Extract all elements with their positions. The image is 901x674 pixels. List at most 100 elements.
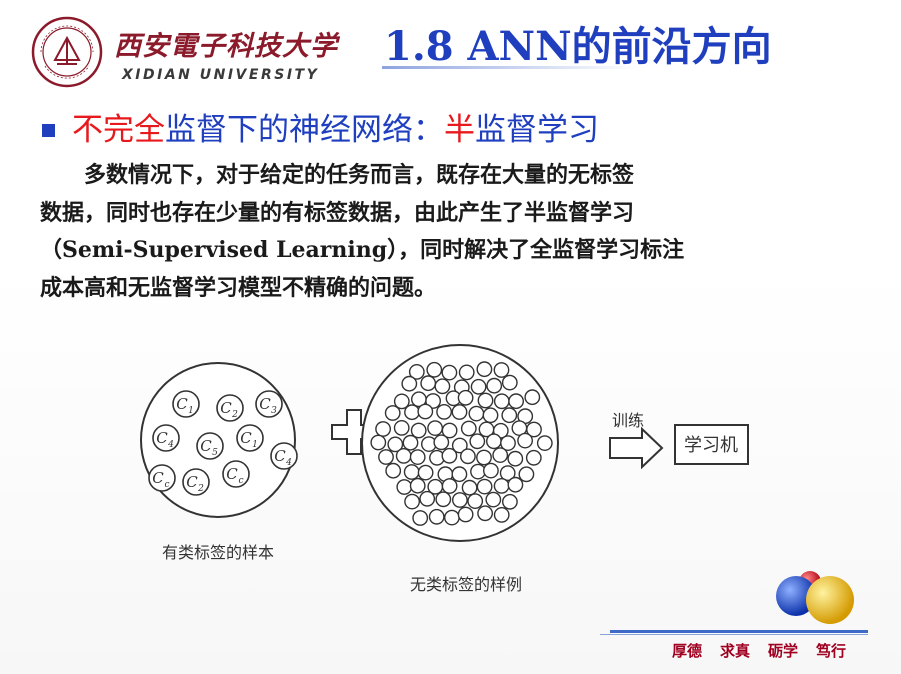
unlabeled-sample [420,375,437,392]
unlabeled-sample [451,437,468,454]
motto-word: 砺学 [768,642,799,660]
unlabeled-sample [508,393,524,410]
labeled-sample [270,442,298,470]
unlabeled-sample [526,421,542,438]
unlabeled-sample [470,463,486,480]
learner-box [674,424,749,465]
labeled-sample-subscript: 5 [212,448,218,458]
unlabeled-sample [524,389,541,406]
unlabeled-sample [493,362,510,378]
unlabeled-sample [501,374,518,391]
labeled-sample [148,464,176,492]
university-name-cn: 西安電子科技大学 [114,31,338,62]
unlabeled-sample [401,375,418,392]
unlabeled-sample [370,434,387,451]
unlabeled-sample [441,478,458,494]
unlabeled-sample [499,465,516,482]
motto-word: 厚德 [672,642,703,660]
unlabeled-sample [476,361,493,378]
unlabeled-sample [468,405,485,422]
labeled-sample-subscript: 4 [167,440,174,450]
slide-title: 1.8 ANN的前沿方向 [384,23,772,70]
unlabeled-sample [467,493,484,510]
unlabeled-sample [408,364,425,380]
paragraph-line: （Semi-Supervised Learning），同时解决了全监督学习标注 [40,237,685,263]
learner-label: 学习机 [684,435,738,456]
body-paragraph: 多数情况下，对于给定的任务而言，既存在大量的无标签 数据，同时也存在少量的有标签… [40,157,860,307]
unlabeled-sample [403,464,420,480]
unlabeled-sample [459,448,476,465]
unlabeled-sample [409,449,426,466]
labeled-sample-label: C [274,447,286,465]
bullet-square-icon [42,124,55,137]
unlabeled-sample [443,509,460,526]
heading-part-incomplete: 不完全 [72,112,165,148]
unlabeled-sample [402,434,419,451]
unlabeled-sample [436,404,452,420]
unlabeled-sample [492,447,509,464]
unlabeled-sample [404,404,420,421]
heading-part-supervised-network: 监督下的神经网络： [165,112,444,148]
unlabeled-sample [476,478,493,495]
unlabeled-sample [461,479,478,496]
unlabeled-sample [387,436,404,453]
labeled-sample-subscript: 1 [188,406,194,416]
paragraph-line: 数据，同时也存在少量的有标签数据，由此产生了半监督学习 [40,199,635,226]
unlabeled-sample [417,403,434,420]
unlabeled-sample [385,462,402,479]
unlabeled-sample [536,435,553,452]
labeled-sample-subscript: c [164,480,169,490]
unlabeled-sample [441,422,458,439]
labeled-sample [172,390,200,418]
unlabeled-sample [501,407,518,424]
unlabeled-sample [500,435,516,452]
unlabeled-sample [433,434,450,451]
paragraph-line: 成本高和无监督学习模型不精确的问题。 [40,274,437,301]
labeled-sample-subscript: 3 [271,406,277,416]
unlabeled-sample [501,493,518,510]
labeled-sample-label: C [186,473,198,491]
labeled-sample-subscript: 1 [252,440,258,450]
labeled-sample [216,394,244,422]
unlabeled-sample [493,393,510,410]
labeled-sample-label: C [176,395,188,413]
unlabeled-sample [518,466,535,483]
unlabeled-sample [460,420,477,437]
unlabeled-sample [434,378,451,395]
labeled-set-caption: 有类标签的样本 [162,543,274,562]
motto-word: 笃行 [816,642,847,660]
motto-word: 求真 [720,642,751,660]
training-arrow-icon [609,426,664,470]
labeled-sample [236,424,264,452]
labeled-sample [196,432,224,460]
footer-rule-thin [600,634,868,635]
unlabeled-sample [458,364,475,381]
unlabeled-sample [428,508,445,525]
unlabeled-sample [425,393,441,409]
unlabeled-sample [378,449,394,465]
unlabeled-sample [457,389,474,406]
unlabeled-sample [507,476,524,493]
section-heading: 不完全监督下的神经网络：半监督学习 [72,104,599,149]
labeled-sample-label: C [200,437,212,455]
labeled-sample-subscript: 4 [285,458,292,468]
unlabeled-sample [393,393,410,410]
unlabeled-sample [375,421,392,437]
labeled-sample [182,468,210,496]
unlabeled-sample [477,505,493,522]
unlabeled-sample [469,433,486,450]
labeled-sample-label: C [226,465,238,483]
training-arrow-label: 训练 [612,411,644,430]
labeled-sample [255,390,283,418]
title-underline [382,66,637,69]
unlabeled-sample [486,377,503,394]
unlabeled-sample [457,506,474,523]
labeled-sample-label: C [259,395,271,413]
heading-part-supervised-learning: 监督学习 [475,112,599,148]
unlabeled-sample [441,364,458,381]
unlabeled-sample [507,450,524,467]
